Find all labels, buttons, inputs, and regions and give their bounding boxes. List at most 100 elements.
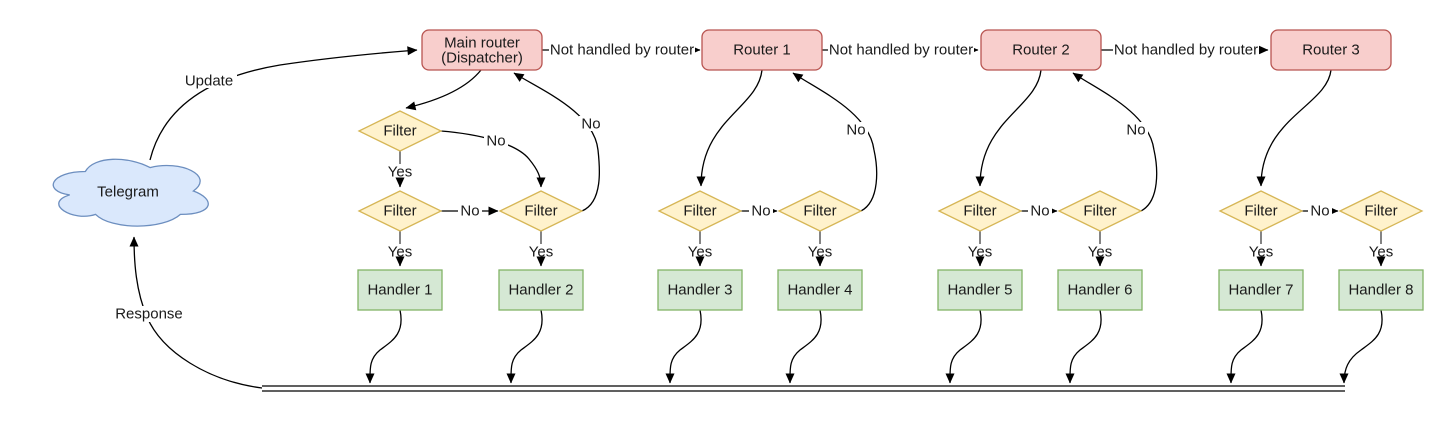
- filter-router1-right: Filter: [777, 190, 863, 232]
- yes-label: Yes: [808, 244, 832, 261]
- edge-router1-to-filter: [696, 69, 763, 187]
- filter-router2-right: Filter: [1057, 190, 1143, 232]
- handler2-node: Handler 2: [498, 269, 584, 311]
- label-bg: [181, 72, 237, 88]
- router2-label: Router 2: [1012, 42, 1070, 59]
- filter-diamond: [657, 190, 743, 232]
- edges: [129, 45, 1386, 392]
- router2-node: Router 2: [980, 29, 1102, 71]
- router1-box: [701, 29, 823, 71]
- handler2-box: [498, 269, 584, 311]
- router2-box: [980, 29, 1102, 71]
- edge-handler8-to-bus: [1339, 309, 1383, 384]
- label-bg: [749, 203, 773, 218]
- label-bg: [549, 42, 695, 58]
- label-bg: [1308, 203, 1332, 218]
- edge-router3-to-filter: [1256, 69, 1332, 187]
- router3-node: Router 3: [1270, 29, 1392, 71]
- edge-handler5-to-bus: [945, 309, 982, 384]
- handler3-label: Handler 3: [667, 282, 732, 299]
- no-label: No: [486, 133, 505, 150]
- handler1-label: Handler 1: [367, 282, 432, 299]
- filter-router2-left: Filter: [937, 190, 1023, 232]
- filter-label: Filter: [963, 203, 996, 220]
- filter-dispatcher-left: Filter: [357, 190, 443, 232]
- handler3-box: [657, 269, 743, 311]
- filter-router3-left: Filter: [1218, 190, 1304, 232]
- response-label: Response: [115, 306, 183, 323]
- handler5-node: Handler 5: [937, 269, 1023, 311]
- handler7-label: Handler 7: [1228, 282, 1293, 299]
- yes-label: Yes: [529, 244, 553, 261]
- edge-dispatcher-return-no: [513, 72, 601, 212]
- handler4-box: [777, 269, 863, 311]
- cloud-shape: [52, 158, 209, 227]
- main-router-sublabel: (Dispatcher): [441, 50, 523, 67]
- telegram-cloud: Telegram: [52, 158, 209, 227]
- filter-diamond: [1057, 190, 1143, 232]
- no-label: No: [1310, 203, 1329, 220]
- label-bg: [458, 203, 482, 218]
- edge-dispatcher-to-filter: [405, 69, 482, 111]
- edge-router1-return-no: [792, 72, 878, 212]
- edge-handler6-to-bus: [1065, 309, 1102, 384]
- no-label: No: [751, 203, 770, 220]
- edge-topfilter-no: [440, 130, 546, 188]
- filter-diamond: [777, 190, 863, 232]
- filter-label: Filter: [1364, 203, 1397, 220]
- router1-node: Router 1: [701, 29, 823, 71]
- filter-router1-left: Filter: [657, 190, 743, 232]
- label-bg: [1113, 42, 1259, 58]
- handler8-label: Handler 8: [1348, 282, 1413, 299]
- not-handled-label-1: Not handled by router: [550, 42, 694, 59]
- handler1-box: [357, 269, 443, 311]
- yes-label: Yes: [688, 244, 712, 261]
- main-router-label: Main router: [444, 35, 520, 52]
- filter-diamond: [1338, 190, 1424, 232]
- label-bg: [112, 306, 186, 322]
- filter-label: Filter: [1083, 203, 1116, 220]
- filter-diamond: [937, 190, 1023, 232]
- handler4-label: Handler 4: [787, 282, 852, 299]
- yes-label: Yes: [1369, 244, 1393, 261]
- label-bg: [484, 133, 508, 148]
- filter-diamond: [357, 110, 443, 152]
- router3-label: Router 3: [1302, 42, 1360, 59]
- filter-router3-right: Filter: [1338, 190, 1424, 232]
- handler1-node: Handler 1: [357, 269, 443, 311]
- router1-label: Router 1: [733, 42, 791, 59]
- edge-labels: Update Response Not handled by router No…: [112, 42, 1393, 323]
- label-bg: [1028, 203, 1052, 218]
- router3-box: [1270, 29, 1392, 71]
- filter-diamond: [1218, 190, 1304, 232]
- not-handled-label-2: Not handled by router: [829, 42, 973, 59]
- filter-label: Filter: [524, 203, 557, 220]
- telegram-label: Telegram: [97, 184, 159, 201]
- yes-label: Yes: [388, 244, 412, 261]
- filter-diamond: [357, 190, 443, 232]
- edge-handler3-to-bus: [665, 309, 702, 384]
- update-label: Update: [185, 73, 233, 90]
- edge-router2-to-filter: [975, 69, 1042, 187]
- yes-label: Yes: [388, 164, 412, 181]
- no-label: No: [581, 116, 600, 133]
- handler4-node: Handler 4: [777, 269, 863, 311]
- filter-dispatcher-right: Filter: [498, 190, 584, 232]
- edge-update: [149, 46, 418, 161]
- handler8-node: Handler 8: [1338, 269, 1424, 311]
- handler7-node: Handler 7: [1218, 269, 1304, 311]
- handler2-label: Handler 2: [508, 282, 573, 299]
- label-bg: [828, 42, 974, 58]
- yes-label: Yes: [1088, 244, 1112, 261]
- filter-label: Filter: [683, 203, 716, 220]
- edge-handler2-to-bus: [506, 309, 543, 384]
- yes-label: Yes: [1249, 244, 1273, 261]
- handler6-box: [1057, 269, 1143, 311]
- filter-dispatcher-top: Filter: [357, 110, 443, 152]
- no-label: No: [846, 122, 865, 139]
- no-label: No: [1030, 203, 1049, 220]
- label-bg: [844, 122, 868, 137]
- handler5-label: Handler 5: [947, 282, 1012, 299]
